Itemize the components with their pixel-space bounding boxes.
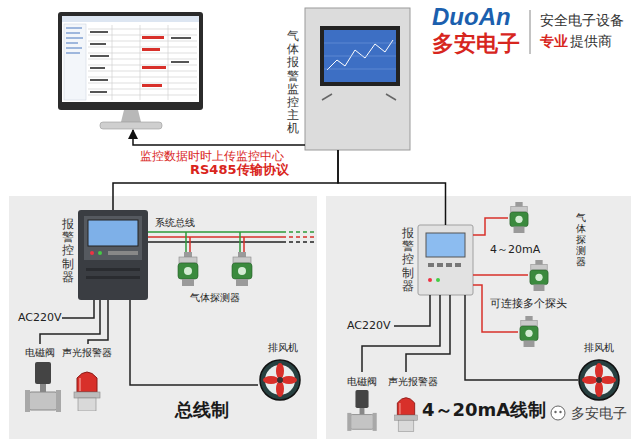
connector [113,150,338,210]
device-label: 气体探测器 [190,292,240,304]
device-label-wrap: 声光报警器 [388,376,438,388]
slogan-wrap: 安全电子设备 [540,12,624,28]
brand-name-wrap: 多安电子 [432,31,520,56]
panel-ground [8,195,318,440]
upload-caption: 监控数据时时上传监控中心 [140,150,284,164]
monitor-figure [58,12,203,129]
signal-wire [473,218,528,332]
device-label: 声光报警器 [62,347,112,359]
slogan: 安全电子设备 [540,12,624,28]
note-label: 可连接多个探头 [490,298,567,311]
slogan-wrap: 提供商 [570,33,612,49]
slogan: 提供商 [570,33,612,49]
device-label: 电磁阀 [25,347,55,359]
controller-label-wrap: 报警控制器 [402,227,414,293]
slogan-wrap: 专业 [540,33,568,49]
device-label: 排风机 [268,342,298,354]
bus-wire [148,232,314,252]
power-wire [40,300,258,385]
signal-label: 4～20mA [490,244,540,257]
controller-figure [418,225,473,295]
cabinet-figure [305,8,410,150]
signal-label-wrap: 4～20mA [490,244,540,257]
panel-title: 4～20mA线制 [422,400,546,421]
solenoid-valve [25,362,61,412]
device-label: 气体探测器 [576,212,586,267]
panel-title-wrap: 总线制 [175,400,229,421]
cabinet-label-wrap: 气体报警监控主机 [287,30,299,136]
device-label-wrap: 声光报警器 [62,347,112,359]
connector [133,130,305,145]
panel-title: 总线制 [175,400,229,421]
controller-label: 报警控制器 [402,227,414,293]
alarm-controller: 报警控制器 [418,225,473,295]
gas-detector [520,316,538,347]
device-label-wrap: 排风机 [584,342,614,354]
controller-figure [78,210,148,300]
brand-logo-wrap: DuoAn [432,3,511,31]
gas-detector [510,202,528,233]
device-label: 电磁阀 [347,376,377,388]
upload-caption-wrap: 监控数据时时上传监控中心 [140,150,284,164]
watermark-wrap: 多安电子 [571,405,627,421]
brand-logo: DuoAn [432,3,511,31]
edge-label-wrap: RS485传输协议 [188,163,291,178]
device-label-wrap: 气体探测器 [190,292,240,304]
alarm-controller: 报警控制器 [78,210,148,300]
watermark: 多安电子 [571,405,627,421]
sound-light-alarm [395,398,418,432]
power-label-wrap: AC220V [347,320,391,333]
power-wire [362,295,578,380]
logo-separator [530,10,531,54]
connector [338,150,446,225]
bus-label: 系统总线 [155,217,195,229]
controller-label-wrap: 报警控制器 [62,218,74,284]
controller-label: 报警控制器 [62,218,74,284]
watermark-icon [551,406,565,420]
gas-detector [232,252,252,286]
sound-light-alarm [74,372,100,411]
power-label-wrap: AC220V [18,312,62,325]
protocol-label: RS485传输协议 [188,163,291,178]
slogan: 专业 [540,33,568,49]
device-label-wrap: 排风机 [268,342,298,354]
device-label-wrap: 电磁阀 [347,376,377,388]
note-label-wrap: 可连接多个探头 [490,298,567,311]
cabinet-label: 气体报警监控主机 [287,30,299,136]
power-label: AC220V [18,312,62,325]
exhaust-fan [260,360,300,400]
device-label: 排风机 [584,342,614,354]
panel-ground [325,195,632,440]
device-label-wrap: 气体探测器 [576,212,586,267]
brand-name: 多安电子 [432,31,520,56]
exhaust-fan [579,360,619,400]
bus-label-wrap: 系统总线 [155,217,195,229]
gas-detector [530,260,548,291]
solenoid-valve [347,390,376,431]
power-label: AC220V [347,320,391,333]
host-cabinet: 气体报警监控主机 [305,8,410,150]
panel-title-wrap: 4～20mA线制 [422,400,546,421]
gas-detector [178,252,198,286]
monitor-screen: 监控数据时时上传监控中心 [55,10,205,130]
device-label: 声光报警器 [388,376,438,388]
device-label-wrap: 电磁阀 [25,347,55,359]
